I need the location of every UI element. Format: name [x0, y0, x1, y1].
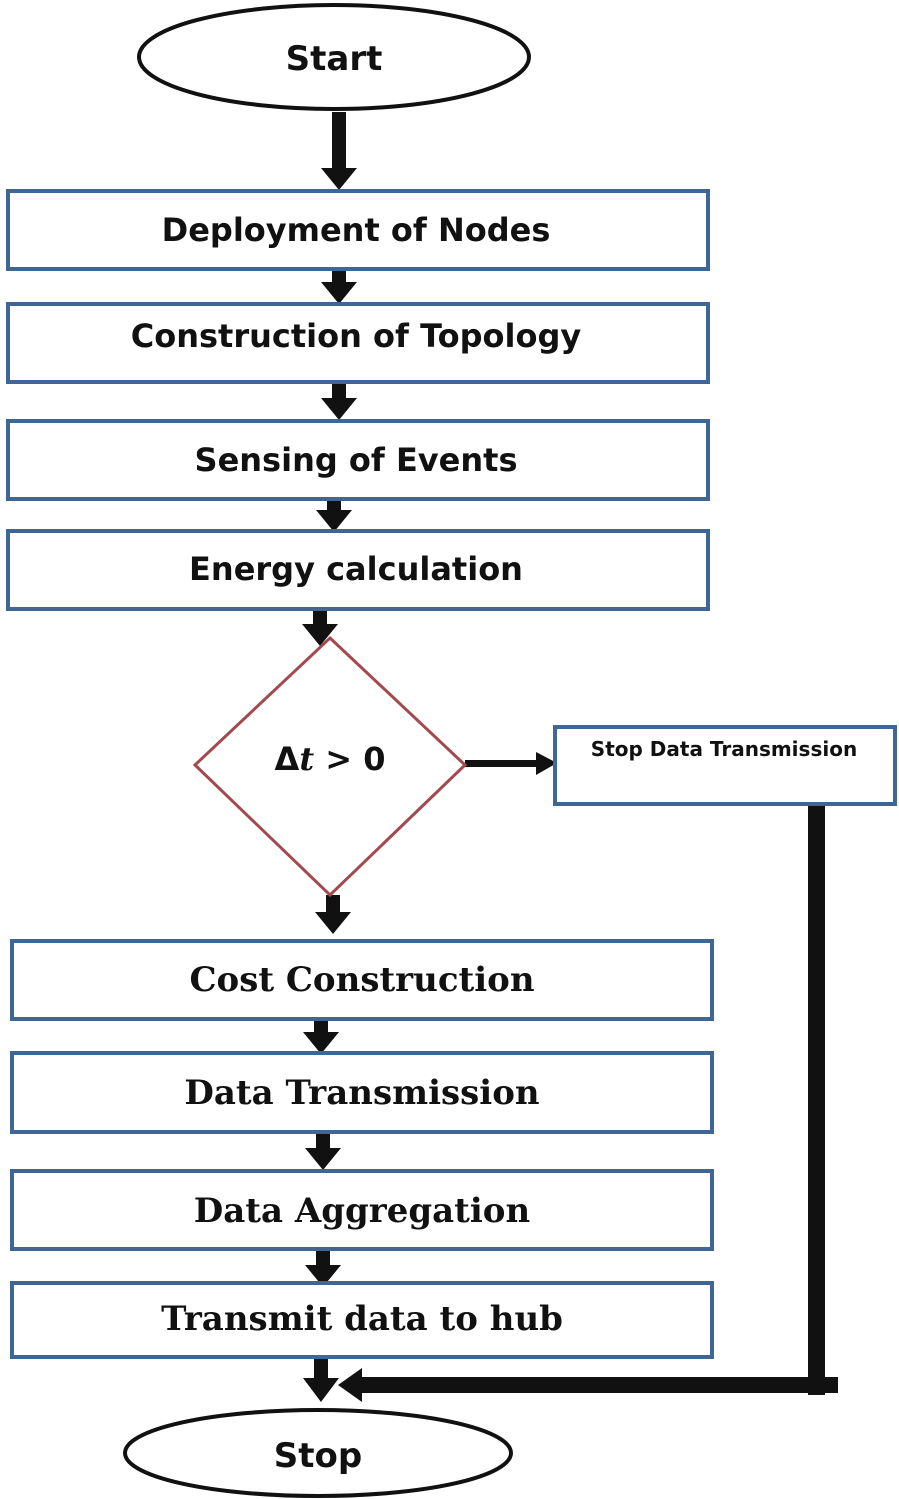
arrow-start-to-deployment [321, 112, 357, 190]
side-box-label: Stop Data Transmission [591, 737, 857, 761]
step-label-deployment: Deployment of Nodes [162, 211, 551, 249]
arrow-side-box-return-path [338, 805, 838, 1402]
step-label-hub: Transmit data to hub [161, 1299, 563, 1339]
process-sensing-of-events: Sensing of Events [6, 419, 710, 501]
arrow-topology-to-sensing [321, 382, 357, 420]
decision-delta-t: Δt > 0 [192, 635, 468, 898]
process-cost-construction: Cost Construction [10, 939, 714, 1021]
start-label: Start [286, 39, 383, 79]
arrow-transmission-to-aggregation [305, 1133, 341, 1170]
step-label-topology: Construction of Topology [131, 317, 582, 355]
process-data-transmission: Data Transmission [10, 1051, 714, 1134]
process-energy-calculation: Energy calculation [6, 529, 710, 611]
decision-symbol: Δ [275, 740, 300, 778]
arrow-hub-to-stop [303, 1358, 339, 1402]
arrow-aggregation-to-hub [305, 1250, 341, 1287]
step-label-transmission: Data Transmission [184, 1073, 539, 1113]
process-construction-of-topology: Construction of Topology [6, 302, 710, 384]
arrow-deployment-to-topology [321, 270, 357, 304]
decision-variable: t [299, 740, 314, 778]
process-stop-data-transmission: Stop Data Transmission [553, 725, 897, 806]
step-label-sensing: Sensing of Events [195, 441, 518, 479]
decision-label: Δt > 0 [275, 740, 386, 778]
stop-label: Stop [274, 1436, 362, 1476]
process-transmit-data-to-hub: Transmit data to hub [10, 1281, 714, 1359]
arrow-decision-to-cost [315, 895, 351, 934]
arrow-cost-to-transmission [303, 1020, 339, 1054]
arrow-sensing-to-energy [316, 500, 352, 532]
step-label-energy: Energy calculation [189, 550, 523, 588]
step-label-aggregation: Data Aggregation [194, 1191, 530, 1231]
step-label-cost: Cost Construction [189, 960, 534, 1000]
decision-relation: > 0 [314, 740, 385, 778]
process-deployment-of-nodes: Deployment of Nodes [6, 189, 710, 271]
start-terminal: Start [137, 3, 531, 111]
connectors [302, 112, 838, 1402]
stop-terminal: Stop [123, 1408, 513, 1498]
arrow-energy-to-decision [302, 610, 338, 646]
arrow-decision-to-side-box [465, 752, 557, 775]
process-data-aggregation: Data Aggregation [10, 1169, 714, 1251]
